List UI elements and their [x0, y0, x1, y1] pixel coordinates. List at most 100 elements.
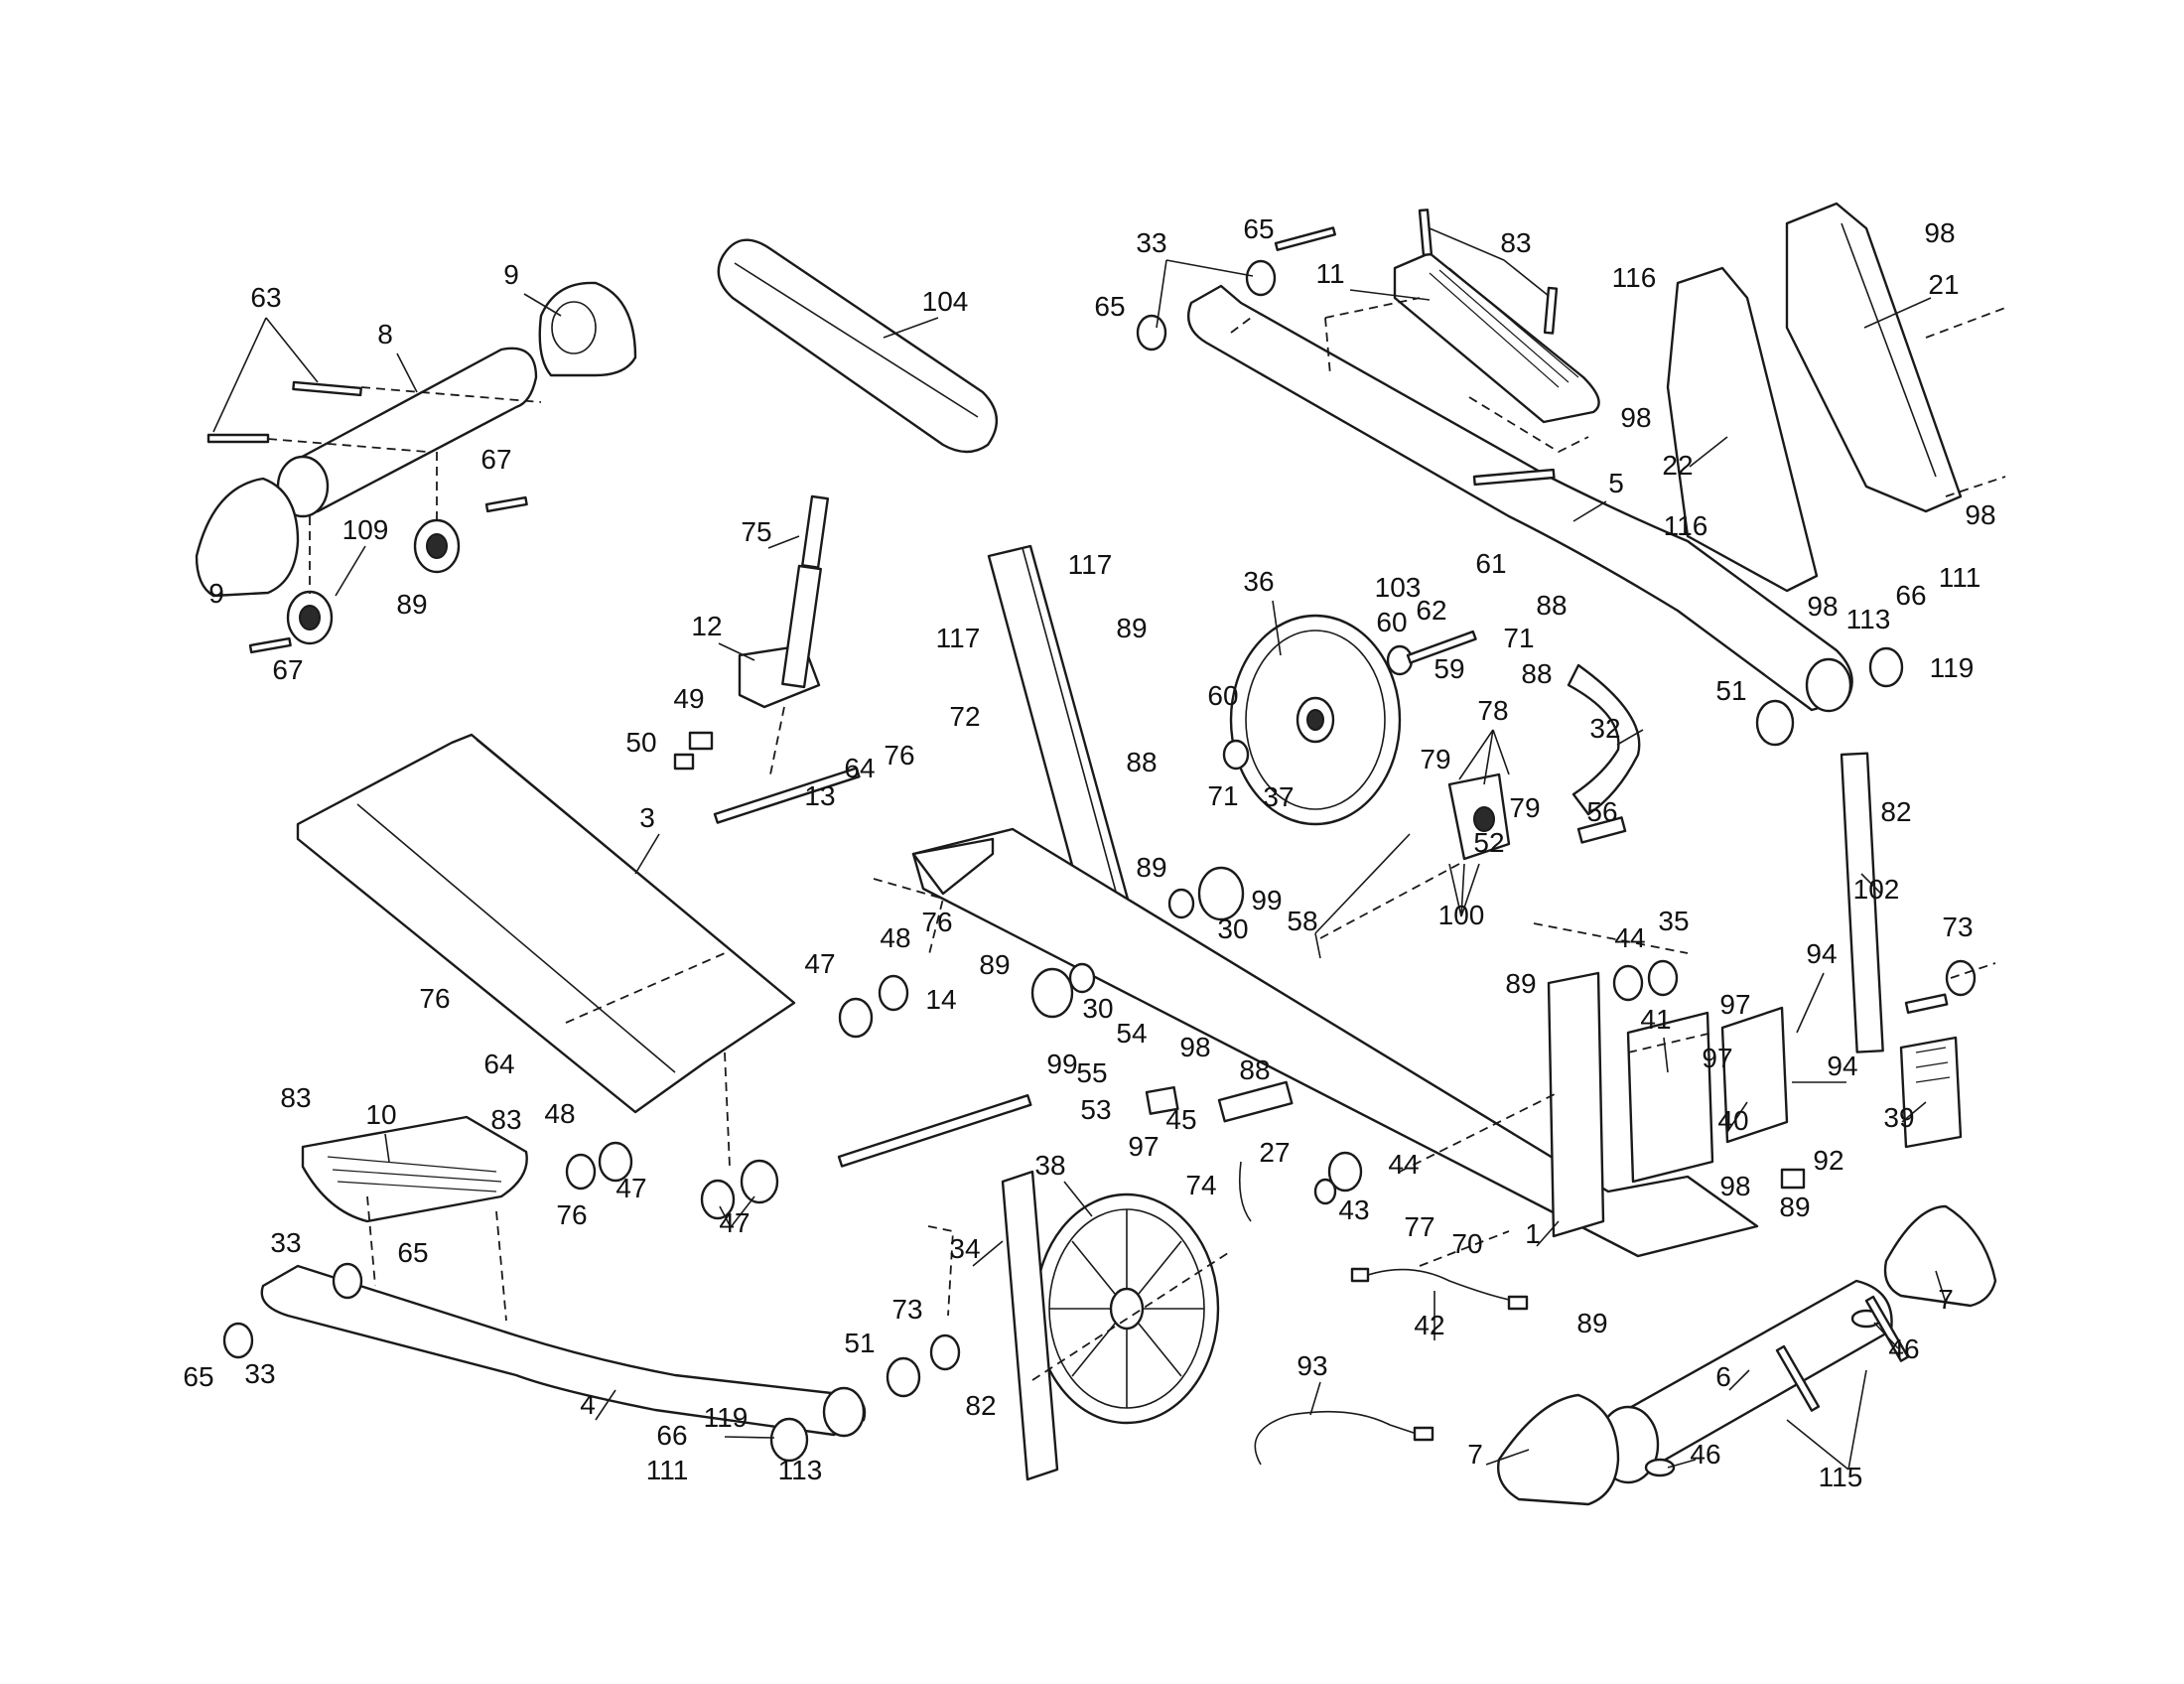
callout-12: 12 — [691, 611, 722, 641]
callout-4: 4 — [580, 1389, 596, 1420]
callout-48: 48 — [880, 922, 910, 953]
callout-89: 89 — [1136, 852, 1166, 883]
callout-119: 119 — [704, 1402, 749, 1433]
wheel-109-b — [286, 590, 334, 645]
callout-93: 93 — [1297, 1350, 1327, 1381]
callout-32: 32 — [1589, 713, 1620, 744]
callout-98: 98 — [1179, 1032, 1210, 1062]
callout-48: 48 — [544, 1098, 575, 1129]
callout-8: 8 — [377, 319, 393, 350]
callout-76: 76 — [556, 1199, 587, 1230]
cover-39 — [1899, 1036, 1963, 1149]
bracket-49 — [688, 731, 714, 751]
callout-42: 42 — [1414, 1310, 1444, 1340]
callout-89: 89 — [1505, 968, 1536, 999]
callout-49: 49 — [673, 683, 704, 714]
callout-65: 65 — [1094, 291, 1125, 322]
callout-111: 111 — [1939, 562, 1981, 593]
callout-82: 82 — [1880, 796, 1911, 827]
callout-76: 76 — [884, 740, 914, 771]
callout-50: 50 — [625, 727, 656, 758]
callout-116: 116 — [1664, 510, 1708, 541]
callout-51: 51 — [844, 1328, 875, 1358]
callout-62: 62 — [1416, 595, 1446, 626]
callout-70: 70 — [1451, 1228, 1482, 1259]
callout-117: 117 — [936, 623, 981, 653]
small-hardware — [222, 468, 1977, 1463]
callout-111: 111 — [646, 1455, 689, 1485]
pedal-10 — [301, 1115, 528, 1223]
callout-5: 5 — [1608, 468, 1624, 498]
callout-102: 102 — [1853, 874, 1900, 905]
callout-97: 97 — [1128, 1131, 1159, 1162]
callout-65: 65 — [1243, 213, 1274, 244]
callout-14: 14 — [925, 984, 956, 1015]
axle-14 — [837, 1093, 1032, 1168]
washer-33-top — [1136, 259, 1277, 351]
callout-7: 7 — [1467, 1439, 1483, 1470]
callout-60: 60 — [1207, 680, 1238, 711]
callout-113: 113 — [778, 1455, 823, 1485]
callout-43: 43 — [1338, 1194, 1369, 1225]
callout-61: 61 — [1475, 548, 1506, 579]
tension-plate-52 — [1447, 772, 1511, 861]
callout-64: 64 — [483, 1049, 514, 1079]
callout-60: 60 — [1376, 607, 1407, 637]
callout-54: 54 — [1116, 1018, 1147, 1049]
callout-89: 89 — [396, 589, 427, 620]
wheel-109-a — [413, 518, 461, 574]
callout-116: 116 — [1612, 262, 1657, 293]
callout-10: 10 — [365, 1099, 396, 1130]
spring-56 — [1576, 816, 1627, 844]
callout-64: 64 — [844, 753, 875, 783]
wire-harness-42 — [1350, 1267, 1529, 1311]
callout-75: 75 — [741, 516, 771, 547]
callout-47: 47 — [719, 1207, 750, 1238]
callout-30: 30 — [1082, 993, 1113, 1024]
callout-44: 44 — [1388, 1149, 1419, 1180]
leveler-46-b — [1644, 1458, 1676, 1477]
callout-33: 33 — [1136, 227, 1166, 258]
callout-94: 94 — [1827, 1051, 1857, 1081]
callout-115: 115 — [1819, 1462, 1863, 1492]
callout-89: 89 — [1116, 613, 1147, 643]
callout-47: 47 — [804, 948, 835, 979]
callout-39: 39 — [1883, 1102, 1914, 1133]
console-post-12 — [738, 494, 830, 780]
callout-97: 97 — [1702, 1043, 1732, 1073]
callout-13: 13 — [804, 780, 835, 811]
callout-35: 35 — [1658, 906, 1689, 936]
magnet-bracket-32 — [1567, 663, 1641, 816]
callout-21: 21 — [1928, 269, 1959, 300]
callout-76: 76 — [419, 983, 450, 1014]
main-frame-1 — [911, 827, 1759, 1258]
callout-98: 98 — [1620, 402, 1651, 433]
callout-92: 92 — [1813, 1145, 1843, 1176]
callout-98: 98 — [1965, 499, 1995, 530]
callout-46: 46 — [1690, 1439, 1720, 1470]
callout-65: 65 — [183, 1361, 213, 1392]
callout-65: 65 — [397, 1237, 428, 1268]
callout-88: 88 — [1536, 590, 1567, 621]
callout-52: 52 — [1473, 827, 1504, 858]
clip-92 — [1780, 1168, 1806, 1190]
callout-33: 33 — [270, 1227, 301, 1258]
callout-67: 67 — [272, 654, 303, 685]
callout-53: 53 — [1080, 1094, 1111, 1125]
callout-22: 22 — [1662, 450, 1693, 481]
callout-55: 55 — [1076, 1057, 1107, 1088]
callout-89: 89 — [979, 949, 1010, 980]
shield-21 — [1785, 202, 1963, 513]
callout-66: 66 — [1895, 580, 1926, 611]
callout-89: 89 — [1779, 1192, 1810, 1222]
callout-119: 119 — [1930, 652, 1975, 683]
callout-51: 51 — [1715, 675, 1746, 706]
rail-cover-3 — [296, 733, 796, 1114]
callout-6: 6 — [1715, 1361, 1731, 1392]
callout-88: 88 — [1521, 658, 1552, 689]
bearing-60-a — [1222, 739, 1250, 771]
callout-47: 47 — [615, 1173, 646, 1203]
